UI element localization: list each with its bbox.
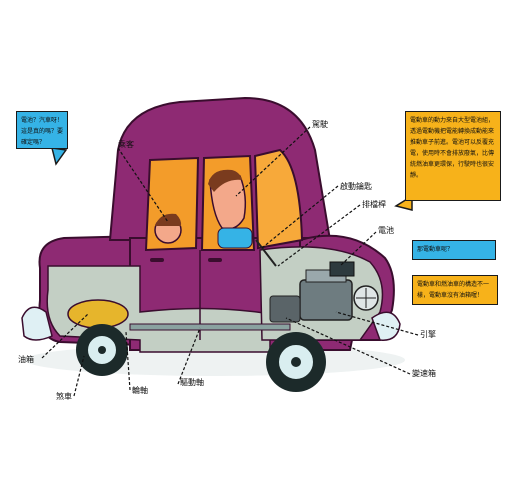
passenger-hair	[155, 213, 182, 226]
label-passenger: 乘客	[118, 140, 134, 149]
label-axle: 輪軸	[132, 386, 148, 395]
label-battery: 電池	[378, 226, 394, 235]
fuel-tank	[67, 299, 129, 329]
right-question-bubble: 那電動車呢？	[412, 240, 496, 260]
label-fuel-tank: 油箱	[18, 355, 34, 364]
leader-lines	[41, 126, 419, 397]
left-bubble-tail	[51, 147, 68, 166]
front-wheel	[266, 332, 326, 392]
windshield	[253, 148, 304, 250]
right-explain-bubble: 電動車的動力來自大型電池組，透過電動機把電能轉換成動能來推動車子前進。電池可以反…	[405, 111, 501, 201]
label-driver: 駕駛	[312, 120, 328, 129]
front-bumper	[371, 311, 401, 341]
rear-bumper	[21, 306, 53, 341]
battery	[329, 261, 355, 277]
label-transmission: 變速箱	[412, 369, 436, 378]
label-ignition-key: 啟動鑰匙	[340, 182, 372, 191]
rear-door-handle	[150, 258, 164, 262]
right-answer-bubble: 電動車和燃油車的構造不一樣，電動車沒有油箱喔！	[412, 275, 498, 305]
rear-wheel	[76, 324, 128, 376]
transmission-box	[269, 295, 301, 323]
drive-shaft	[129, 323, 291, 331]
driver-hair	[208, 169, 242, 192]
driver-shirt	[217, 227, 253, 249]
label-drive-shaft: 驅動軸	[180, 378, 204, 387]
label-gear-lever: 排檔桿	[362, 200, 386, 209]
steering-column	[255, 239, 277, 267]
left-question-bubble: 電池？汽車呀！這是真的嗎？要確定嗎？	[16, 111, 68, 149]
label-engine: 引擎	[420, 330, 436, 339]
label-brake: 煞車	[56, 392, 72, 401]
front-door-handle	[208, 258, 222, 262]
